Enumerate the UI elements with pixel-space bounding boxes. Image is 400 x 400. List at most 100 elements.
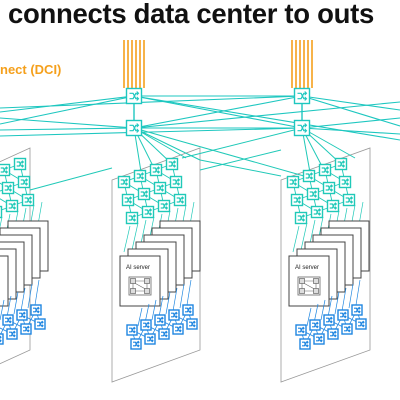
crossed-arrows-switch-icon [168,309,180,321]
spine-link [133,101,400,129]
crossed-arrows-switch-icon [341,323,353,335]
spine-link [133,95,303,129]
pod: AI server [133,127,371,383]
crossed-arrows-switch-icon [2,314,14,326]
server-tor-link [348,283,354,309]
server-tor-link [151,299,157,321]
leaf-server-link [0,216,3,229]
server-label: AI server [126,265,150,271]
crossed-arrows-switch-icon [117,175,131,189]
server-tor-link [13,291,19,315]
dci-label: nect (DCI) [0,62,62,77]
crossed-arrows-switch-icon [182,304,194,316]
crossed-arrows-switch-icon [337,309,349,321]
crossed-arrows-switch-icon [130,338,142,350]
crossed-arrows-switch-icon [149,163,163,177]
leaf-server-link [300,222,308,251]
crossed-arrows-switch-icon [20,323,32,335]
crossed-arrows-switch-icon [172,323,184,335]
server-label: AI server [295,265,319,271]
crossed-arrows-switch-icon [334,157,348,171]
crossed-arrows-switch-icon [322,181,336,195]
crossed-arrows-switch-icon [327,328,339,340]
crossed-arrows-switch-icon [299,338,311,350]
crossed-arrows-switch-icon [137,187,151,201]
spine-mesh [0,95,400,141]
crossed-arrows-switch-icon [351,304,363,316]
crossed-arrows-switch-icon [342,193,356,207]
crossed-arrows-switch-icon [157,199,171,213]
crossed-arrows-switch-icon [6,328,18,340]
crossed-arrows-switch-icon [293,87,311,105]
server-tor-link [306,307,312,327]
crossed-arrows-switch-icon [121,193,135,207]
crossed-arrows-switch-icon [338,175,352,189]
crossed-arrows-switch-icon [154,314,166,326]
crossed-arrows-switch-icon [295,324,307,336]
server-tor-link [27,283,33,309]
crossed-arrows-switch-icon [125,211,139,225]
crossed-arrows-switch-icon [1,181,15,195]
crossed-arrows-switch-icon [158,328,170,340]
ai-server [288,255,330,307]
crossed-arrows-switch-icon [355,318,367,330]
gpu-node-grid-icon [128,276,152,296]
inter-pod-link [29,167,113,191]
spine-leaf-link [301,127,356,159]
crossed-arrows-switch-icon [125,87,143,105]
spine-leaf-link [301,127,312,179]
crossed-arrows-switch-icon [141,205,155,219]
crossed-arrows-switch-icon [318,163,332,177]
server-tor-link [186,279,192,306]
crossed-arrows-switch-icon [125,119,143,137]
crossed-arrows-switch-icon [0,333,4,345]
gpu-node-grid-icon [297,276,321,296]
crossed-arrows-switch-icon [293,119,311,137]
spine-link [0,127,303,137]
server-tor-link [34,279,40,306]
spine-link [0,95,135,125]
spine-leaf-link [133,127,187,159]
server-tor-link [165,291,171,315]
crossed-arrows-switch-icon [313,333,325,345]
crossed-arrows-switch-icon [186,318,198,330]
crossed-arrows-switch-icon [169,175,183,189]
crossed-arrows-switch-icon [13,157,27,171]
crossed-arrows-switch-icon [0,205,3,219]
crossed-arrows-switch-icon [21,193,35,207]
inter-pod-link [199,159,282,177]
pod [0,147,49,365]
spine-link [301,95,400,127]
crossed-arrows-switch-icon [140,319,152,331]
server-tor-link [137,307,143,327]
spine-link [0,95,303,109]
dci-uplink-bundle [291,40,313,88]
spine-leaf-link [133,127,312,179]
diagram-title: connects data center to outs [8,0,374,29]
crossed-arrows-switch-icon [286,175,300,189]
leaf-server-link [292,225,300,253]
crossed-arrows-switch-icon [294,211,308,225]
crossed-arrows-switch-icon [165,157,179,171]
crossed-arrows-switch-icon [30,304,42,316]
ai-server [119,255,161,307]
server-tor-link [6,295,12,318]
crossed-arrows-switch-icon [17,175,31,189]
spine-leaf-link [181,127,303,159]
spine-leaf-link [133,127,201,161]
server-tor-link [334,291,340,315]
leaf-server-link [131,222,139,251]
inter-pod-link [199,149,282,171]
crossed-arrows-switch-icon [302,169,316,183]
crossed-arrows-switch-icon [173,193,187,207]
ai-server [0,255,9,307]
crossed-arrows-switch-icon [16,309,28,321]
crossed-arrows-switch-icon [306,187,320,201]
server-tor-link [320,299,326,321]
spine-link [133,95,400,141]
server-tor-link [179,283,185,309]
crossed-arrows-switch-icon [5,199,19,213]
server-tor-link [172,287,178,312]
crossed-arrows-switch-icon [153,181,167,195]
spine-leaf-link [133,127,143,179]
